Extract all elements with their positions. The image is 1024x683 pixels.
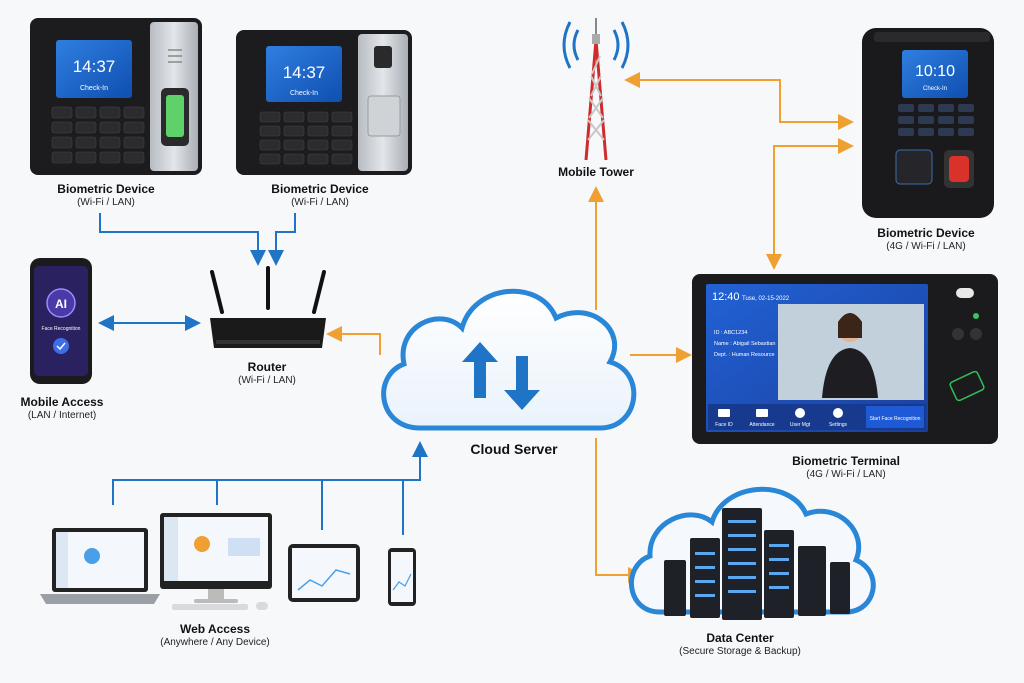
link-cloud-datacenter: [595, 438, 644, 583]
tower-label: Mobile Tower: [558, 165, 634, 180]
mobile-subtitle: (LAN / Internet): [27, 410, 97, 421]
bio3-time: 10:10: [915, 63, 955, 80]
link-web-cloud: [112, 441, 428, 505]
cloud-label: Cloud Server: [470, 441, 557, 459]
tower-title: Mobile Tower: [558, 165, 634, 179]
router-label: Router (Wi-Fi / LAN): [238, 360, 296, 388]
bio3-status: Check-In: [923, 86, 947, 92]
bio3-subtitle: (4G / Wi-Fi / LAN): [886, 241, 966, 252]
web-subtitle: (Anywhere / Any Device): [160, 637, 270, 648]
bio1-label: Biometric Device (Wi-Fi / LAN): [57, 182, 154, 210]
mobile-ai-badge: AI: [55, 297, 67, 311]
mobile-label: Mobile Access (LAN / Internet): [21, 395, 104, 423]
cloud-server-icon: [381, 288, 637, 431]
bio1-status: Check-In: [80, 85, 108, 92]
cloud-title: Cloud Server: [470, 441, 558, 457]
bio2-subtitle: (Wi-Fi / LAN): [291, 197, 349, 208]
terminal-dept: Dept. : Human Resource: [714, 352, 775, 358]
biometric-device-1: 14:37 Check-In: [30, 18, 202, 175]
biometric-terminal: 12:40 Tuse, 02-15-2022 ID : ABC1234 Name…: [692, 274, 998, 444]
terminal-name: Name : Abigail Sebastian: [714, 341, 775, 347]
router-subtitle: (Wi-Fi / LAN): [238, 375, 296, 386]
router-title: Router: [247, 360, 287, 374]
router-icon: [210, 266, 326, 348]
bio2-label: Biometric Device (Wi-Fi / LAN): [271, 182, 368, 210]
bio3-title: Biometric Device: [877, 226, 975, 240]
link-bio1-router: [99, 213, 266, 266]
link-bio3-terminal: [766, 138, 854, 270]
link-bio2-router: [268, 213, 296, 266]
link-cloud-router: [326, 326, 381, 355]
terminal-btn-faceid: Face ID: [715, 422, 733, 428]
bio2-time: 14:37: [283, 63, 326, 82]
datacenter-title: Data Center: [706, 631, 774, 645]
data-center-icon: [628, 486, 876, 620]
mobile-phone-icon: AI Face Recognition: [30, 258, 92, 384]
terminal-title: Biometric Terminal: [792, 454, 900, 468]
biometric-device-2: 14:37 Check-In: [236, 30, 412, 175]
terminal-btn-usermgt: User Mgt: [790, 422, 811, 428]
datacenter-subtitle: (Secure Storage & Backup): [679, 646, 801, 657]
datacenter-label: Data Center (Secure Storage & Backup): [679, 631, 801, 659]
terminal-label: Biometric Terminal (4G / Wi-Fi / LAN): [792, 454, 900, 482]
connections: [98, 72, 854, 583]
terminal-subtitle: (4G / Wi-Fi / LAN): [806, 469, 886, 480]
link-tower-bio3: [624, 72, 854, 130]
terminal-id: ID : ABC1234: [714, 330, 747, 336]
terminal-start-button: Start Face Recognition: [870, 416, 921, 422]
mobile-tower-icon: [562, 18, 630, 161]
web-label: Web Access (Anywhere / Any Device): [160, 622, 270, 650]
mobile-screen-text: Face Recognition: [42, 326, 81, 332]
web-access-devices: [40, 513, 416, 610]
terminal-time: 12:40: [712, 291, 740, 303]
terminal-btn-attendance: Attendance: [749, 422, 775, 428]
bio3-label: Biometric Device (4G / Wi-Fi / LAN): [877, 226, 974, 254]
bio2-status: Check-In: [290, 90, 318, 97]
mobile-title: Mobile Access: [20, 395, 104, 409]
terminal-btn-settings: Settings: [829, 422, 848, 428]
biometric-device-3: 10:10 Check-In: [862, 28, 994, 218]
terminal-date: Tuse, 02-15-2022: [742, 296, 790, 302]
bio1-subtitle: (Wi-Fi / LAN): [77, 197, 135, 208]
web-title: Web Access: [179, 622, 251, 636]
bio2-title: Biometric Device: [271, 182, 369, 196]
bio1-title: Biometric Device: [57, 182, 155, 196]
bio1-time: 14:37: [73, 57, 116, 76]
